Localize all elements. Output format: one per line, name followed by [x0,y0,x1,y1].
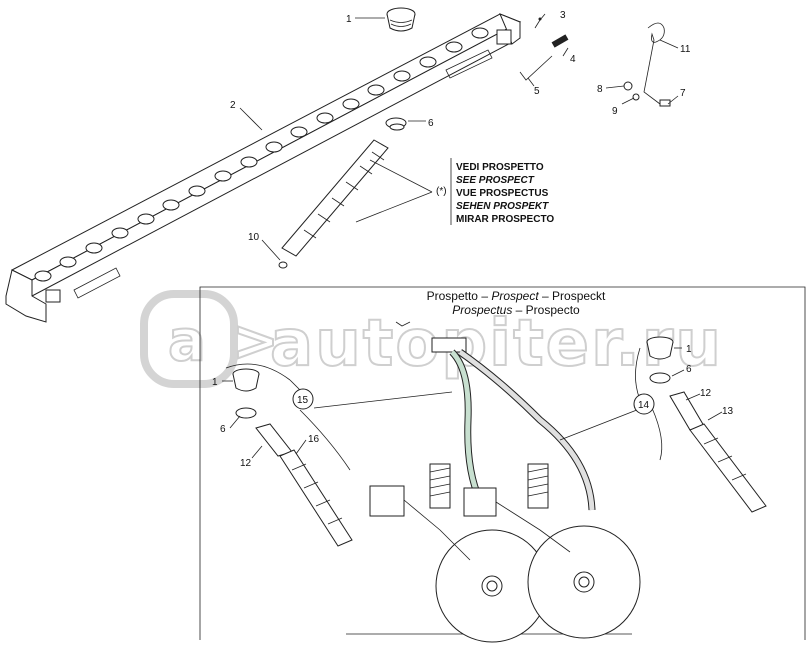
see-prospect-note: VEDI PROSPETTO SEE PROSPECT VUE PROSPECT… [456,162,554,225]
callout-11: 11 [680,44,691,55]
callout-1: 1 [346,14,352,25]
inset-callout-15: 15 [297,395,309,406]
outlet-holes [34,27,489,282]
watermark-text: autopiter.ru [270,307,723,381]
callout-3: 3 [560,10,566,21]
pin-parts [519,17,569,81]
svg-text:>: > [232,309,281,374]
note-line-2: SEE PROSPECT [456,175,535,186]
note-line-5: MIRAR PROSPECTO [456,214,554,225]
inset-callout-1-left: 1 [212,377,218,388]
inset-title: Prospetto – Prospect – Prospeckt Prospec… [427,289,606,317]
inset-callout-6-right: 6 [686,364,692,375]
inset-title-line-2: Prospectus – Prospecto [452,303,580,317]
inset-callout-13: 13 [722,406,734,417]
inset-callout-6-left: 6 [220,424,226,435]
callout-8: 8 [597,84,603,95]
inset-hoses [395,321,596,511]
callout-2: 2 [230,100,236,111]
springs [429,463,549,509]
callout-5: 5 [534,86,540,97]
inset-callout-1-right: 1 [686,344,692,355]
spring-clip-parts [623,22,671,107]
note-line-1: VEDI PROSPETTO [456,162,544,173]
inset-title-line-1: Prospetto – Prospect – Prospeckt [427,289,606,303]
callout-7: 7 [680,88,686,99]
inset-callout-12-right: 12 [700,388,712,399]
leader-lines [239,13,679,261]
inset-left-parts [232,368,353,547]
callout-numbers: 1 2 3 4 5 6 7 8 9 10 11 (*) [230,10,691,243]
inset-callout-12-left: 12 [240,458,252,469]
inset-callout-16: 16 [308,434,320,445]
inset-callout-14: 14 [638,400,650,411]
svg-text:a: a [168,309,208,374]
inset-leader-lines [222,347,723,471]
callout-star: (*) [436,186,447,197]
inset-disc-assembly [369,463,641,643]
note-line-4: SEHEN PROSPEKT [456,201,549,212]
inset-right-parts [646,336,767,513]
watermark: a > autopiter.ru [140,290,723,388]
callout-4: 4 [570,54,576,65]
distribution-bar [5,13,522,323]
inset-callouts: 1 6 12 16 15 1 6 12 13 14 [212,344,734,469]
hose-part [278,117,407,269]
callout-9: 9 [612,106,618,117]
callout-6: 6 [428,118,434,129]
note-line-3: VUE PROSPECTUS [456,188,549,199]
funnel-part [386,7,416,32]
callout-10: 10 [248,232,260,243]
